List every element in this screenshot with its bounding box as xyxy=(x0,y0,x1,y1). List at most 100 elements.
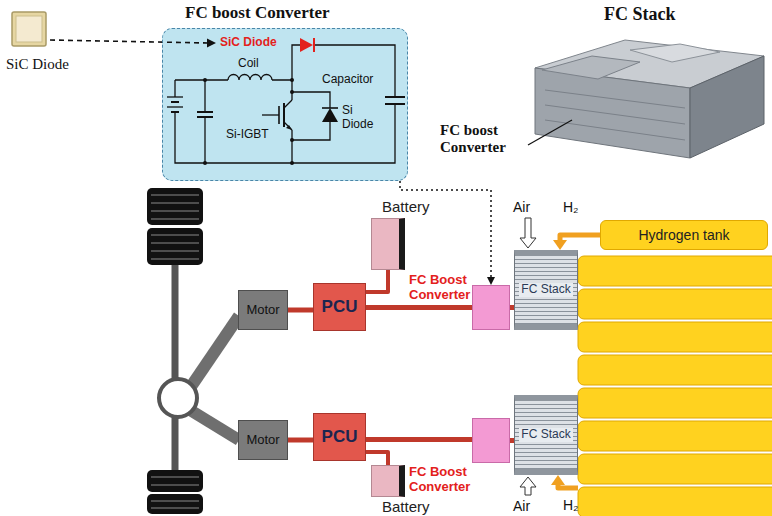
connector xyxy=(288,438,313,443)
tire xyxy=(147,494,203,514)
wire xyxy=(175,104,395,163)
wire xyxy=(291,130,292,163)
igbt-symbol xyxy=(284,122,292,130)
tire-tread xyxy=(151,258,199,259)
connector xyxy=(400,181,491,279)
hydrogen-tank xyxy=(578,256,772,286)
stack-photo xyxy=(535,68,690,158)
component-label: Si-IGBT xyxy=(226,128,269,142)
battery-box: Battery xyxy=(371,218,405,270)
hydrogen-tank-box: Hydrogen tank xyxy=(600,220,768,250)
leader-line xyxy=(528,120,572,145)
node-text: FC Stack xyxy=(519,283,572,297)
wire xyxy=(292,92,330,108)
junction-dot xyxy=(203,161,207,165)
fc-stack-box: FC Stack xyxy=(514,250,578,330)
fc-stack-box: FC Stack xyxy=(514,395,578,475)
chip-face xyxy=(16,16,42,42)
sic-diode-symbol xyxy=(300,38,313,52)
tire-tread xyxy=(151,194,199,195)
wire xyxy=(314,45,395,97)
tire-tread xyxy=(151,218,199,219)
wire xyxy=(292,45,300,80)
axle xyxy=(172,265,179,470)
capacitor-symbol xyxy=(385,103,405,105)
stack-photo xyxy=(690,56,764,158)
stack-photo-frame: FC Stack xyxy=(528,36,766,162)
pcu-box: PCU xyxy=(313,413,366,461)
component-label: Si Diode xyxy=(342,104,378,132)
node-heading: FC boost Converter xyxy=(185,3,329,23)
flow-label: H₂ xyxy=(563,199,579,215)
capacitor-symbol xyxy=(197,111,213,113)
air-arrow xyxy=(520,218,536,248)
flow-label: Air xyxy=(513,498,530,514)
node-text: Motor xyxy=(246,433,279,448)
component-label: Coil xyxy=(238,57,259,71)
arrowhead xyxy=(487,277,495,285)
motor-box: Motor xyxy=(238,420,288,460)
part-label: SiC Diode xyxy=(6,56,69,73)
hydrogen-tank xyxy=(578,421,772,451)
stack-photo xyxy=(545,90,685,108)
battery-symbol xyxy=(167,96,183,97)
converter-panel: FC boost Converter xyxy=(162,28,408,181)
hydrogen-tank xyxy=(578,388,772,418)
stack-photo xyxy=(545,105,685,124)
chip-icon xyxy=(12,12,46,46)
circuit xyxy=(167,45,405,163)
air-arrow xyxy=(520,477,536,495)
wire xyxy=(272,80,292,100)
boost-converter-box: FC Boost Converter xyxy=(472,418,510,463)
connector xyxy=(366,452,388,465)
tire-tread xyxy=(151,484,199,485)
node-text: PCU xyxy=(322,297,358,317)
component-label: Capacitor xyxy=(322,73,373,87)
node-text: Hydrogen tank xyxy=(638,227,729,243)
component-label: SiC Diode xyxy=(220,36,277,50)
wire xyxy=(292,122,330,140)
connector xyxy=(366,437,472,442)
igbt-symbol xyxy=(286,125,292,130)
node-text: FC Stack xyxy=(519,428,572,442)
tire-tread xyxy=(151,234,199,235)
wire xyxy=(174,80,175,97)
motor-box: Motor xyxy=(238,290,288,330)
node-heading: FC Boost Converter xyxy=(409,273,471,303)
tire-tread xyxy=(151,250,199,251)
hydrogen-tank xyxy=(578,454,772,484)
node-text: Motor xyxy=(246,303,279,318)
arrowhead xyxy=(551,475,565,485)
boost-converter-box: FC Boost Converter xyxy=(472,285,510,330)
diode-symbol xyxy=(322,108,338,122)
drive-shaft xyxy=(190,316,239,388)
stack-photo xyxy=(630,44,720,62)
wire xyxy=(204,117,205,163)
battery-symbol xyxy=(171,101,179,103)
connector xyxy=(288,308,313,313)
wire xyxy=(262,114,279,115)
battery-box: Battery xyxy=(371,465,405,497)
drive-shaft xyxy=(190,410,239,440)
hydrogen-tank xyxy=(578,289,772,319)
arrowhead xyxy=(207,39,216,48)
junction-dot xyxy=(290,90,294,94)
hydrogen-tank xyxy=(578,487,772,516)
junction-dot xyxy=(203,78,207,82)
tire xyxy=(147,470,203,492)
flow-label: Air xyxy=(513,199,530,215)
coil-symbol xyxy=(228,75,272,81)
battery-symbol xyxy=(167,106,183,107)
tire-tread xyxy=(151,507,199,508)
part-label: FC boost Converter xyxy=(440,122,526,157)
arrowhead xyxy=(553,240,567,250)
leader-arrow xyxy=(50,40,208,43)
differential xyxy=(159,379,197,417)
tire-tread xyxy=(151,500,199,501)
node-heading: Battery xyxy=(382,198,430,215)
tire-tread xyxy=(151,195,199,508)
igbt-symbol xyxy=(284,100,292,108)
hydrogen-tank xyxy=(578,322,772,352)
flow-label: H₂ xyxy=(563,497,579,513)
